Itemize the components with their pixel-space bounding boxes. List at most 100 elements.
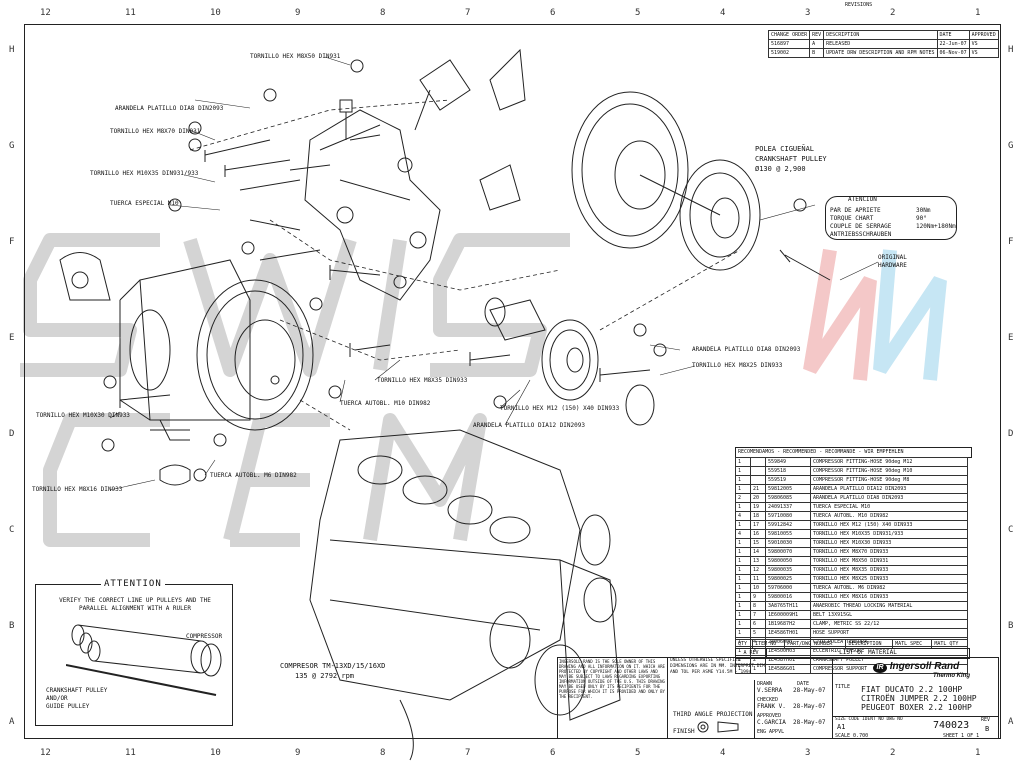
torque-line: COUPLE DE SERRAGE	[830, 223, 892, 230]
zone-marker-h: H	[9, 45, 15, 55]
table-cell: 59812005	[765, 484, 811, 494]
table-cell: TORNILLO HEX M8X16 DIN933	[810, 592, 968, 602]
torque-line: PAR DE APRIETE	[830, 207, 881, 214]
table-cell: 19	[750, 502, 766, 512]
date-label: DATE	[797, 681, 810, 687]
torque-value: 90°	[916, 215, 927, 222]
table-cell: 59810055	[765, 529, 811, 539]
table-cell: 7	[750, 610, 766, 620]
zone-marker-4: 4	[720, 8, 726, 18]
table-cell: TORNILLO HEX M10X35 DIN931/933	[810, 529, 968, 539]
torque-value: 120Nm+180Nm	[916, 223, 956, 230]
bracket-drawing	[304, 109, 441, 301]
label-bolt-m8x50: TORNILLO HEX M8X50 DIN931	[250, 53, 341, 60]
zone-marker-12: 12	[40, 8, 51, 18]
attention-text: VERIFY THE CORRECT LINE UP PULLEYS AND T…	[59, 597, 211, 612]
table-cell: 4	[735, 511, 751, 521]
table-cell: 1	[735, 565, 751, 575]
zone-marker-3: 3	[805, 8, 811, 18]
table-cell	[750, 466, 766, 476]
table-cell: 59800070	[765, 547, 811, 557]
zone-marker-f: F	[9, 237, 15, 247]
table-cell: 13	[750, 556, 766, 566]
label-pulley-es: POLEA CIGUEÑAL	[755, 145, 815, 153]
table-cell: 6	[750, 619, 766, 629]
table-cell: 1	[735, 556, 751, 566]
tensioner-drawing	[484, 297, 655, 426]
ir-logo-icon: IR	[873, 663, 887, 673]
label-original-hardware: ORIGINAL HARDWARE	[878, 254, 907, 269]
label-pulley-size: Ø130 @ 2,900	[755, 165, 806, 173]
label-compressor-rpm: 135 @ 2792 rpm	[295, 672, 355, 680]
zone-marker-2: 2	[890, 8, 896, 18]
table-cell: TORNILLO HEX M8X50 DIN931	[810, 556, 968, 566]
drawing-title: FIAT DUCATO 2.2 100HP CITROËN JUMPER 2.2…	[861, 685, 977, 712]
finish-label: FINISH	[673, 728, 695, 735]
table-cell: COMPRESSOR SUPPORT	[810, 664, 968, 674]
zone-marker-11: 11	[125, 748, 136, 758]
label-washer-m12: ARANDELA PLATILLO DIA12 DIN2093	[473, 422, 585, 429]
table-cell: TORNILLO HEX M8X25 DIN933	[810, 574, 968, 584]
checked-label: CHECKED	[757, 697, 779, 703]
zone-marker-12: 12	[40, 748, 51, 758]
zone-marker-2: 2	[890, 748, 896, 758]
company-name: Ingersoll Rand	[889, 661, 960, 672]
table-cell: TUERCA AUTOBL. M6 DIN982	[810, 583, 968, 593]
label-washer-m8-right: ARANDELA PLATILLO DIA8 DIN2093	[692, 346, 801, 353]
label-nut-m10: TUERCA AUTOBL. M10 DIN982	[340, 400, 431, 407]
projection-symbol-icon	[697, 721, 739, 733]
table-cell: 1	[735, 610, 751, 620]
table-cell: 1	[735, 547, 751, 557]
table-cell: 5	[750, 628, 766, 638]
table-cell: 16	[750, 529, 766, 539]
table-cell: 1	[735, 601, 751, 611]
title-divider	[833, 716, 999, 717]
zone-marker-6: 6	[550, 8, 556, 18]
table-cell: 8	[750, 601, 766, 611]
revisions-title: REVISIONS	[845, 2, 873, 8]
zone-marker-6: 6	[550, 748, 556, 758]
zone-marker-b: B	[1008, 621, 1014, 631]
label-bolt-m10x35: TORNILLO HEX M10X35 DIN931/933	[90, 170, 199, 177]
zone-marker-10: 10	[210, 748, 221, 758]
table-cell: TORNILLO HEX M12 (150) X40 DIN933	[810, 520, 968, 530]
zone-marker-5: 5	[635, 8, 641, 18]
label-bolt-m8x16: TORNILLO HEX M8X16 DIN933	[32, 486, 123, 493]
table-cell: 59710080	[765, 511, 811, 521]
table-cell: TORNILLO HEX M10X30 DIN933	[810, 538, 968, 548]
table-cell: CLAMP, METRIC SS 22/12	[810, 619, 968, 629]
table-cell: 1E4586TH01	[765, 628, 811, 638]
zone-marker-f: F	[1008, 237, 1014, 247]
zone-marker-8: 8	[380, 748, 386, 758]
table-cell	[750, 475, 766, 485]
table-cell: 24091337	[765, 502, 811, 512]
attention-compressor-label: COMPRESSOR	[186, 633, 223, 640]
table-cell: COMPRESSOR FITTING-HOSE 90deg M10	[810, 466, 968, 476]
zone-marker-4: 4	[720, 748, 726, 758]
fan-blade-drawing	[414, 59, 471, 131]
label-washer-m8: ARANDELA PLATILLO DIA8 DIN2093	[115, 105, 224, 112]
table-cell: COMPRESSOR FITTING-HOSE 90deg M8	[810, 475, 968, 485]
bolts-drawing	[119, 99, 831, 486]
table-cell: 18	[750, 511, 766, 521]
zone-marker-1: 1	[975, 748, 981, 758]
table-cell: 59010030	[765, 538, 811, 548]
table-cell: 3A8765TH11	[765, 601, 811, 611]
drawn-by: V.SERRA	[757, 687, 783, 694]
label-bolt-m8x35: TORNILLO HEX M8X35 DIN933	[377, 377, 468, 384]
table-cell: 11	[750, 574, 766, 584]
title-line-2: CITROËN JUMPER 2.2 100HP	[861, 694, 977, 703]
attention-box: ATTENTION VERIFY THE CORRECT LINE UP PUL…	[35, 580, 233, 726]
projection-label: THIRD ANGLE PROJECTION	[673, 711, 753, 718]
